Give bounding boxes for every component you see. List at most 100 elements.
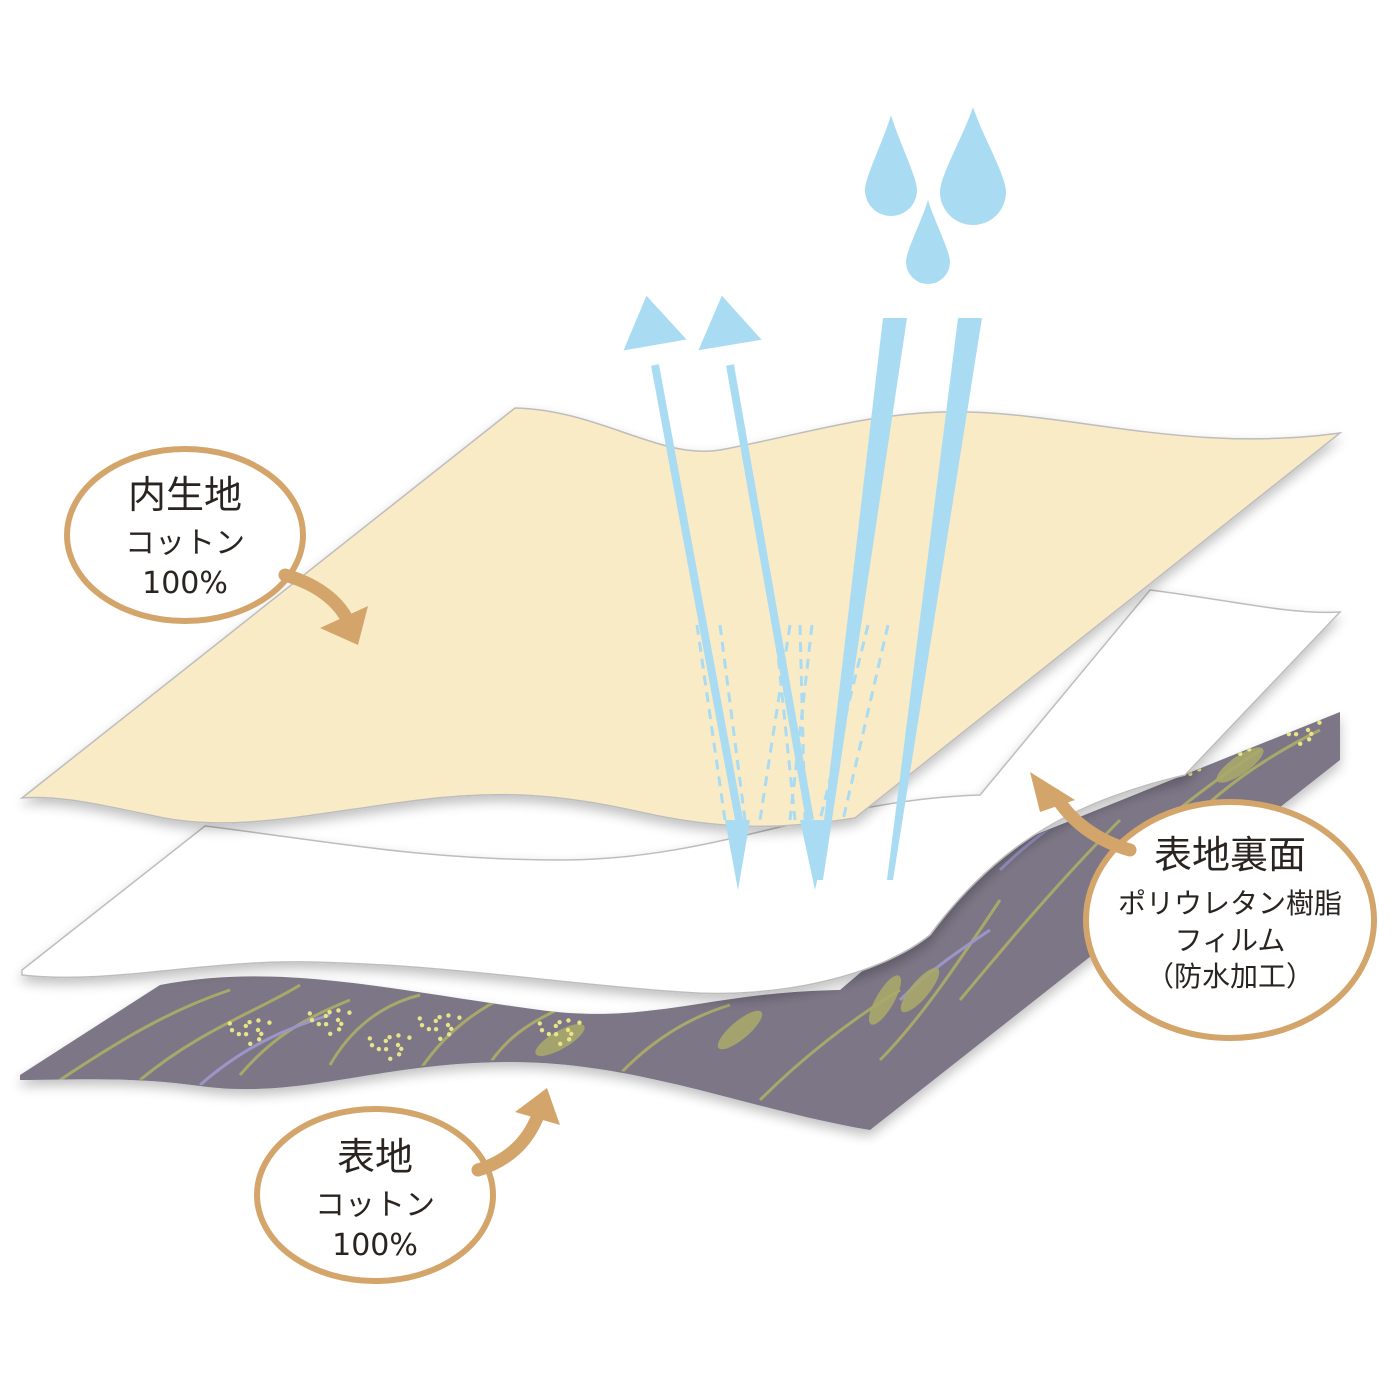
flower-dot (236, 1031, 242, 1037)
flower-dot (426, 1026, 432, 1032)
callout-back-film: 表地裏面 ポリウレタン樹脂 フィルム （防水加工） (1083, 799, 1377, 1041)
flower-dot (1277, 721, 1282, 726)
vapor-arrow-icon (726, 364, 814, 821)
flower-dot (407, 1035, 412, 1040)
flower-dot (339, 1021, 344, 1027)
flower-dot (383, 1046, 389, 1052)
flower-dot (369, 1043, 375, 1048)
flower-dot (1286, 731, 1292, 737)
flower-dot (1233, 733, 1239, 739)
water-block-arrow-icon (887, 318, 982, 880)
outer-fabric-material: コットン (315, 1188, 435, 1223)
flower-dot (539, 1028, 545, 1033)
flower-dot (553, 1031, 559, 1037)
flower-dot (1306, 737, 1312, 742)
flower-dot (256, 1037, 262, 1042)
flower-dot (558, 1041, 563, 1046)
flower-dot (367, 1036, 372, 1041)
flower-dot (336, 1008, 341, 1013)
flower-dot (1305, 727, 1311, 733)
flower-dot (396, 1052, 402, 1057)
flower-dot (1293, 731, 1299, 737)
water-spike (800, 820, 830, 890)
flower-dot (255, 1027, 261, 1033)
moisture-flow-arrows (623, 295, 982, 890)
plant-stem (238, 998, 351, 1076)
water-drop-icon (865, 115, 917, 216)
vapor-arrowhead (698, 295, 762, 351)
flower-dot (446, 1013, 451, 1018)
flower-dot (376, 1046, 382, 1052)
water-drop-icon (906, 200, 950, 284)
flower-dot (1306, 718, 1311, 723)
leaf (1216, 747, 1264, 783)
water-drop-icon (940, 107, 1006, 225)
flower-dot (546, 1031, 552, 1037)
dashed-pass-line (798, 624, 807, 821)
flower-dot (419, 1023, 425, 1028)
plant-stem (139, 983, 301, 1082)
flower-dot (309, 1018, 315, 1023)
curved-arrow-icon (471, 1088, 560, 1177)
flower-dot (566, 1018, 571, 1023)
flower-dot (347, 1010, 352, 1015)
flower-dot (1257, 730, 1262, 735)
flower-dot (1317, 720, 1322, 725)
back-title: 表地裏面 (1154, 833, 1306, 877)
flower-dot (537, 1021, 542, 1026)
flower-dot (227, 1021, 232, 1026)
flower-dot (1188, 771, 1193, 776)
inner-fabric-material: コットン (125, 526, 245, 561)
flower-dot (1297, 720, 1302, 725)
plant-stem (328, 993, 421, 1066)
flower-dot (457, 1015, 462, 1020)
flower-dot (323, 1021, 329, 1027)
back-waterproof: （防水加工） (1146, 960, 1314, 993)
plant-stem (878, 899, 1002, 1062)
flower-dot (1279, 728, 1285, 733)
flower-dot (383, 1038, 389, 1044)
vapor-arrow-icon (651, 364, 744, 826)
flower-dot (323, 1013, 329, 1019)
flower-dot (327, 1010, 332, 1015)
flower-dot (259, 1031, 264, 1037)
flower-dot (1249, 741, 1254, 747)
flower-dot (1237, 730, 1242, 735)
flower-dot (243, 1023, 249, 1029)
flower-dot (395, 1042, 401, 1048)
flower-dot (307, 1011, 312, 1016)
flower-dot (328, 1031, 333, 1036)
leaf (868, 975, 902, 1025)
flower-dot (1298, 741, 1303, 746)
water-drops (865, 107, 1006, 284)
flower-dot (256, 1018, 261, 1023)
water-block-arrow-icon (817, 318, 907, 880)
plant-stem (59, 988, 231, 1082)
flower-dot (446, 1032, 452, 1037)
flower-dot (248, 1041, 253, 1046)
flower-dot (417, 1016, 422, 1021)
callout-outer-fabric: 表地 コットン 100% (254, 1106, 496, 1284)
flower-dot (229, 1028, 235, 1033)
flower-dot (445, 1022, 451, 1028)
flower-dot (566, 1037, 572, 1042)
flower-dot (267, 1020, 272, 1025)
leaf (900, 967, 940, 1013)
flower-dot (399, 1046, 404, 1052)
callout-inner-fabric: 内生地 コットン 100% (64, 446, 306, 624)
flower-dot (316, 1021, 322, 1027)
flower-dot (449, 1026, 454, 1032)
film-layer (21, 589, 1342, 995)
flower-dot (433, 1018, 439, 1024)
flower-dot (565, 1027, 571, 1033)
flower-dot (433, 1026, 439, 1032)
flower-dot (247, 1020, 252, 1025)
flower-dot (1196, 767, 1202, 772)
water-spike (725, 820, 750, 890)
flower-dot (243, 1031, 249, 1037)
flower-dot (1293, 723, 1299, 729)
flower-dot (569, 1031, 574, 1037)
flower-dot (1226, 741, 1232, 747)
flower-dot (387, 1035, 392, 1040)
